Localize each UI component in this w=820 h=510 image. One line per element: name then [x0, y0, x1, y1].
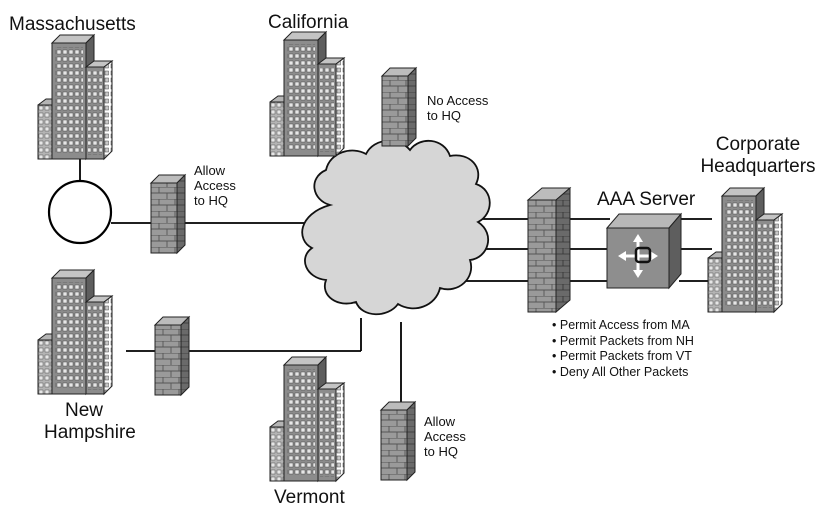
note-line: Access — [424, 428, 466, 444]
firewall-massachusetts — [150, 174, 186, 254]
firewall-note-california: No Access to HQ — [427, 93, 489, 124]
firewall-note-massachusetts: Allow Access to HQ — [194, 163, 236, 209]
hub-circle — [47, 179, 113, 245]
note-line: to HQ — [424, 443, 458, 459]
building-massachusetts — [37, 34, 113, 160]
firewall-hq — [526, 186, 572, 314]
note-line: No Access — [427, 93, 489, 108]
building-california — [269, 31, 345, 157]
site-label-hq: Corporate Headquarters — [696, 134, 820, 178]
internet-cloud — [301, 139, 491, 316]
site-label-new-hampshire: New Hampshire — [44, 400, 136, 444]
firewall-note-vermont: Allow Access to HQ — [424, 414, 466, 460]
note-line: Access — [194, 177, 236, 193]
note-line: Allow — [194, 163, 226, 178]
firewall-vermont — [380, 401, 416, 481]
site-label-massachusetts: Massachusetts — [9, 14, 136, 35]
policy-rule: Deny All Other Packets — [552, 365, 694, 381]
policy-rule: Permit Access from MA — [552, 318, 694, 334]
building-new-hampshire — [37, 269, 113, 395]
policy-rule-list: Permit Access from MA Permit Packets fro… — [552, 318, 694, 380]
site-label-new-hampshire-line1: New — [64, 400, 103, 421]
links — [79, 110, 712, 412]
note-line: Allow — [424, 414, 456, 429]
site-label-vermont: Vermont — [274, 487, 345, 508]
firewall-new-hampshire — [154, 316, 190, 396]
building-hq — [707, 187, 783, 313]
site-label-california: California — [268, 12, 349, 33]
site-label-new-hampshire-line2: Hampshire — [44, 421, 136, 443]
note-line: to HQ — [427, 107, 461, 123]
note-line: to HQ — [194, 192, 228, 208]
aaa-server-icon — [605, 212, 683, 290]
aaa-server-label: AAA Server — [597, 189, 696, 210]
policy-rule: Permit Packets from NH — [552, 334, 694, 350]
policy-rule: Permit Packets from VT — [552, 349, 694, 365]
firewall-california — [381, 67, 417, 147]
building-vermont — [269, 356, 345, 482]
site-label-hq-line2: Headquarters — [700, 155, 816, 177]
site-label-hq-line1: Corporate — [715, 134, 801, 155]
